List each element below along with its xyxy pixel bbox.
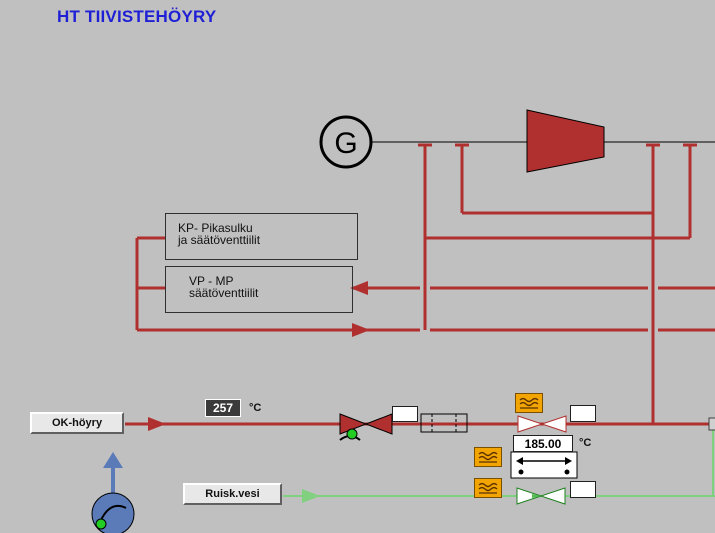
steam-control-valve[interactable] xyxy=(339,413,393,441)
turbine-symbol xyxy=(526,109,605,173)
control-valve-status-box[interactable] xyxy=(392,406,418,422)
kp-valves-box: KP- Pikasulku ja säätöventtiilit xyxy=(165,213,358,260)
heater-alarm-button-2[interactable] xyxy=(474,447,502,467)
injection-water-valve[interactable] xyxy=(516,487,566,505)
desuperheater-status-box[interactable] xyxy=(570,405,596,422)
generator-label: G xyxy=(334,127,357,160)
steam-temperature-unit: °C xyxy=(249,402,262,414)
kp-valves-label-1: KP- Pikasulku xyxy=(178,221,253,235)
steam-piping xyxy=(125,143,715,426)
vp-mp-valves-box: VP - MP säätöventtiilit xyxy=(165,266,353,313)
temperature-setpoint-value[interactable]: 185.00 xyxy=(513,435,573,452)
generator-symbol: G xyxy=(319,115,373,169)
injection-valve-status-box[interactable] xyxy=(570,481,596,498)
kp-valves-label-2: ja säätöventtiilit xyxy=(178,233,261,247)
injection-water-button[interactable]: Ruisk.vesi xyxy=(183,483,282,505)
flow-arrow-return xyxy=(352,323,370,337)
flow-arrow-vp xyxy=(350,281,368,295)
strainer-symbol xyxy=(420,413,468,433)
valve-actuator xyxy=(510,451,578,479)
flow-arrow-up xyxy=(103,452,123,468)
steam-temperature-value: 257 xyxy=(205,399,241,417)
flow-arrow-ok-steam xyxy=(148,417,166,431)
heat-wave-icon xyxy=(519,397,539,409)
ok-steam-button[interactable]: OK-höyry xyxy=(30,412,124,434)
flow-arrow-water xyxy=(302,489,320,503)
heat-wave-icon xyxy=(478,451,498,463)
vp-mp-valves-label-1: VP - MP xyxy=(189,274,234,288)
page-title: HT TIIVISTEHÖYRY xyxy=(57,7,217,26)
vp-mp-valves-label-2: säätöventtiilit xyxy=(189,286,259,300)
desuperheater-valve[interactable] xyxy=(517,415,567,433)
heat-wave-icon xyxy=(478,482,498,494)
edge-device xyxy=(708,417,715,431)
temperature-setpoint-unit: °C xyxy=(579,437,592,449)
heater-alarm-button-3[interactable] xyxy=(474,478,502,498)
heater-alarm-button-1[interactable] xyxy=(515,393,543,413)
pump-symbol xyxy=(91,492,135,533)
